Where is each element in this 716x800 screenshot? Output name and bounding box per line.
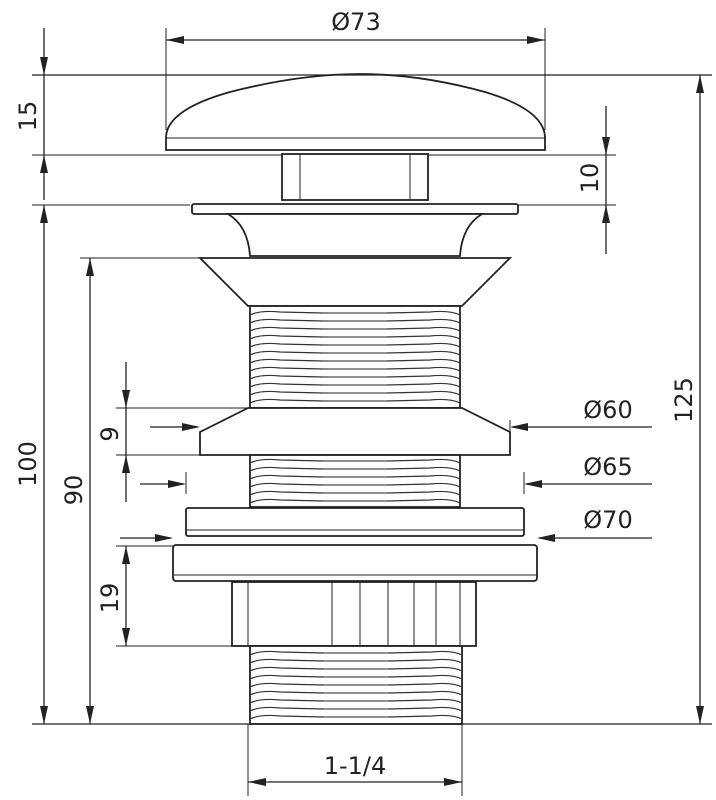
thread-line <box>249 310 461 316</box>
dim-washer-diameter: Ø70 <box>120 506 652 542</box>
thread-line <box>249 458 461 464</box>
dim-upper-flange-diameter: Ø60 <box>150 396 652 440</box>
thread-line <box>249 682 463 688</box>
upper-cone-flange <box>197 257 513 307</box>
thread-line <box>249 482 461 488</box>
washer-diameter-label: Ø70 <box>583 506 632 534</box>
dim-flange-height: 9 <box>96 362 248 502</box>
cap-height-label: 15 <box>14 101 42 132</box>
thread-line <box>249 706 463 712</box>
thread-line <box>249 318 461 324</box>
thread-line <box>249 666 463 672</box>
middle-cone-flange <box>199 407 511 456</box>
dim-total-height: 125 <box>670 75 704 724</box>
washer <box>185 507 525 537</box>
thread-line <box>249 334 461 340</box>
cap <box>165 73 546 151</box>
flange-height-label: 9 <box>96 426 124 441</box>
nut-plate <box>172 544 538 582</box>
dim-body-height-100: 100 <box>14 204 190 724</box>
thread-line <box>249 658 463 664</box>
dim-thread-size: 1-1/4 <box>247 724 463 796</box>
thread-line <box>249 342 461 348</box>
nut-height-label: 19 <box>96 583 124 614</box>
cap-diameter-label: Ø73 <box>331 8 380 36</box>
stem <box>281 153 429 201</box>
thread-line <box>249 398 461 404</box>
upper-thread <box>249 305 461 409</box>
thread-line <box>249 374 461 380</box>
thread-line <box>249 358 461 364</box>
dim-cap-height: 15 <box>14 28 282 200</box>
thread-line <box>249 366 461 372</box>
thread-line <box>249 326 461 332</box>
middle-diameter-label: Ø65 <box>583 453 632 481</box>
dim-cap-diameter: Ø73 <box>165 8 546 130</box>
gap-height-label: 10 <box>576 163 604 194</box>
middle-thread <box>249 454 461 508</box>
body-height-100-label: 100 <box>14 441 42 487</box>
thread-line <box>249 474 461 480</box>
upper-flange-diameter-label: Ø60 <box>583 396 632 424</box>
thread-size-label: 1-1/4 <box>324 752 387 780</box>
thread-line <box>249 674 463 680</box>
thread-line <box>249 390 461 396</box>
top-rim <box>191 203 519 257</box>
dim-middle-diameter: Ø65 <box>140 453 652 494</box>
thread-line <box>249 466 461 472</box>
hex-nut <box>231 581 477 647</box>
thread-line <box>249 714 463 720</box>
thread-line <box>249 490 461 496</box>
lower-thread <box>249 645 463 725</box>
thread-line <box>249 690 463 696</box>
dim-gap-height: 10 <box>428 106 616 254</box>
thread-line <box>249 650 463 656</box>
thread-line <box>249 698 463 704</box>
thread-line <box>249 382 461 388</box>
dim-body-height-90: 90 <box>60 257 200 724</box>
thread-line <box>249 350 461 356</box>
dim-nut-height: 19 <box>96 545 232 647</box>
thread-line <box>249 498 461 504</box>
body-height-90-label: 90 <box>60 475 88 506</box>
total-height-label: 125 <box>670 377 698 423</box>
